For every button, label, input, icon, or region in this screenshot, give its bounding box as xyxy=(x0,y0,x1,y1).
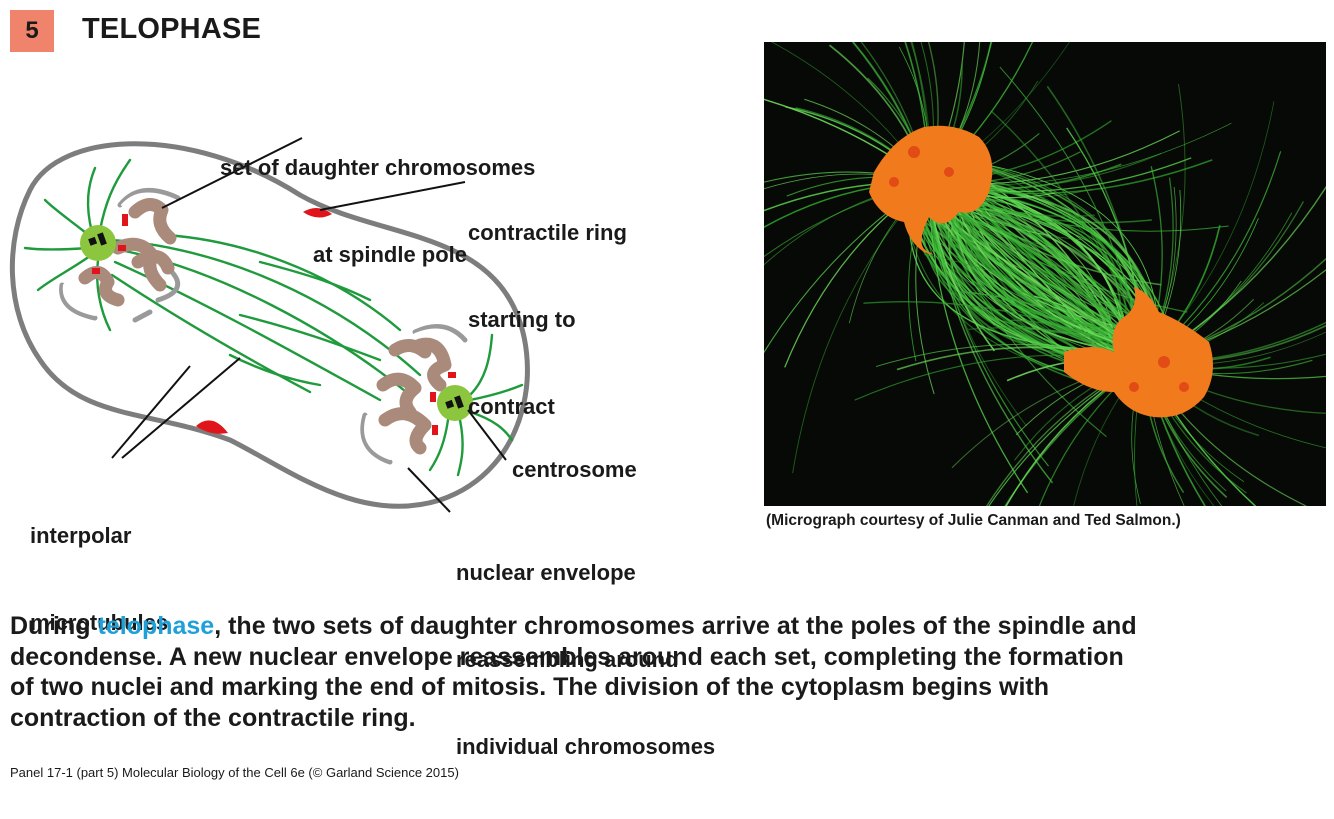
label-contractile-ring-line3: contract xyxy=(468,392,627,421)
caption-lead: During xyxy=(10,612,98,640)
label-contractile-ring-line1: contractile ring xyxy=(468,218,627,247)
centrosome-left xyxy=(80,225,116,261)
caption-paragraph: During telophase, the two sets of daught… xyxy=(10,611,1150,733)
label-nuclear-envelope-line3: individual chromosomes xyxy=(456,732,715,761)
label-interpolar-line1: interpolar xyxy=(30,521,168,550)
micrograph-microtubules xyxy=(764,42,1326,506)
label-nuclear-envelope-line1: nuclear envelope xyxy=(456,558,715,587)
label-contractile-ring-line2: starting to xyxy=(468,305,627,334)
fluorescence-micrograph xyxy=(764,42,1326,506)
source-footer: Panel 17-1 (part 5) Molecular Biology of… xyxy=(10,765,459,780)
label-contractile-ring: contractile ring starting to contract xyxy=(468,160,627,479)
telophase-diagram: set of daughter chromosomes at spindle p… xyxy=(0,0,760,600)
micrograph-credit: (Micrograph courtesy of Julie Canman and… xyxy=(766,512,1181,530)
caption-term-telophase: telophase xyxy=(98,612,215,640)
label-centrosome: centrosome xyxy=(512,455,637,484)
